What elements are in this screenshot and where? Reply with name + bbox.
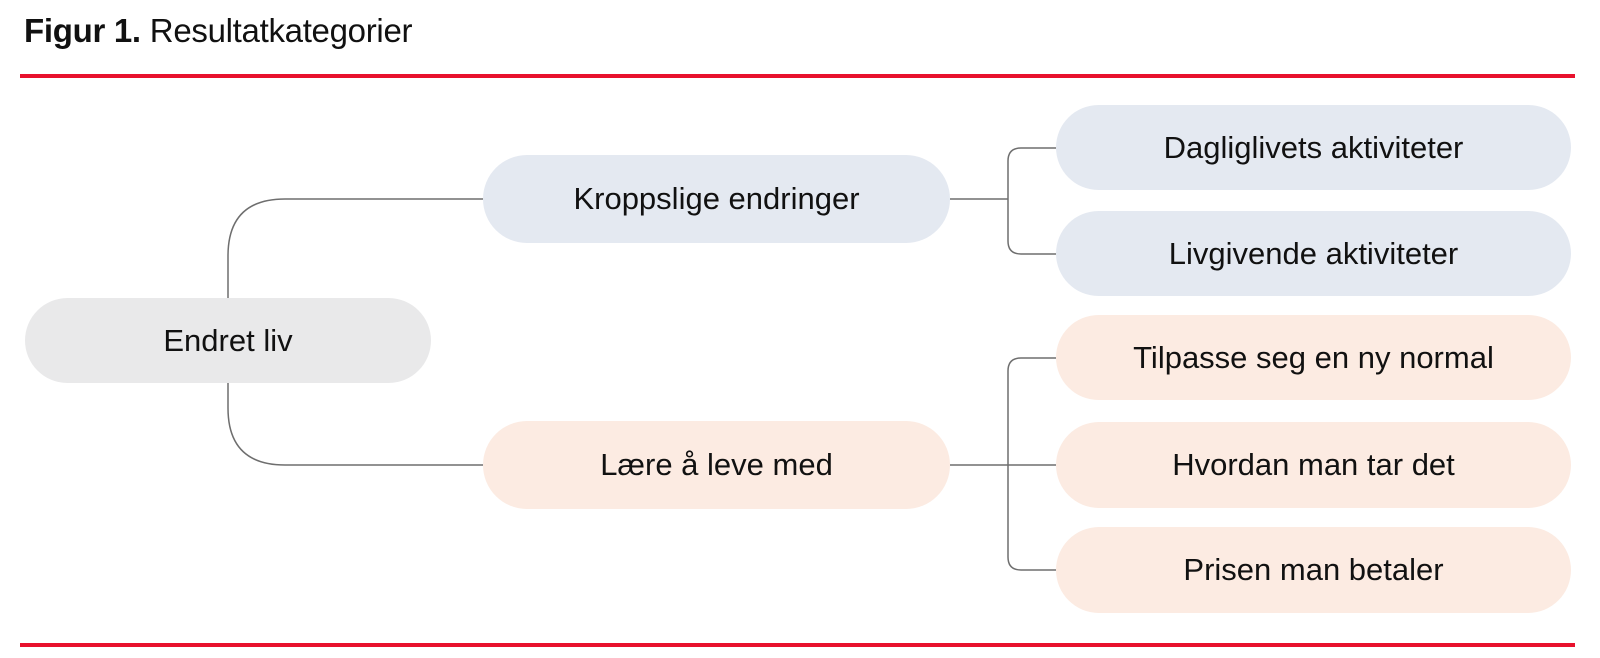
node-dagliglivets-aktiviteter-label: Dagliglivets aktiviteter xyxy=(1163,129,1464,165)
node-laere-aa-leve-med: Lære å leve med xyxy=(483,421,950,509)
node-hvordan-man-tar-det-label: Hvordan man tar det xyxy=(1172,447,1455,482)
node-tilpasse-seg-en-ny-normal: Tilpasse seg en ny normal xyxy=(1056,315,1571,400)
bottom-rule-divider xyxy=(20,643,1575,647)
top-rule-divider xyxy=(20,74,1575,78)
connector-branch2-to-child1 xyxy=(1007,357,1056,465)
node-prisen-man-betaler-label: Prisen man betaler xyxy=(1183,552,1444,587)
node-livgivende-aktiviteter-label: Livgivende aktiviteter xyxy=(1168,235,1459,271)
node-dagliglivets-aktiviteter: Dagliglivets aktiviteter xyxy=(1056,105,1571,190)
connector-branch2-to-child3 xyxy=(1007,465,1056,571)
node-kroppslige-endringer: Kroppslige endringer xyxy=(483,155,950,243)
connector-root-to-branch1 xyxy=(227,198,483,298)
node-laere-aa-leve-med-label: Lære å leve med xyxy=(600,447,833,482)
node-tilpasse-seg-en-ny-normal-label: Tilpasse seg en ny normal xyxy=(1133,339,1494,375)
connector-branch1-to-child1 xyxy=(1007,147,1056,199)
connector-branch1-to-child2 xyxy=(1007,199,1056,255)
node-endret-liv: Endret liv xyxy=(25,298,431,383)
figure-title-text: Resultatkategorier xyxy=(149,12,413,49)
connector-root-to-branch2 xyxy=(227,383,483,466)
node-endret-liv-label: Endret liv xyxy=(163,322,293,358)
node-prisen-man-betaler: Prisen man betaler xyxy=(1056,527,1571,613)
figure-title: Figur 1.Resultatkategorier xyxy=(24,12,412,50)
figure-number-label: Figur 1. xyxy=(24,12,141,49)
node-livgivende-aktiviteter: Livgivende aktiviteter xyxy=(1056,211,1571,296)
node-kroppslige-endringer-label: Kroppslige endringer xyxy=(573,181,860,216)
node-hvordan-man-tar-det: Hvordan man tar det xyxy=(1056,422,1571,508)
